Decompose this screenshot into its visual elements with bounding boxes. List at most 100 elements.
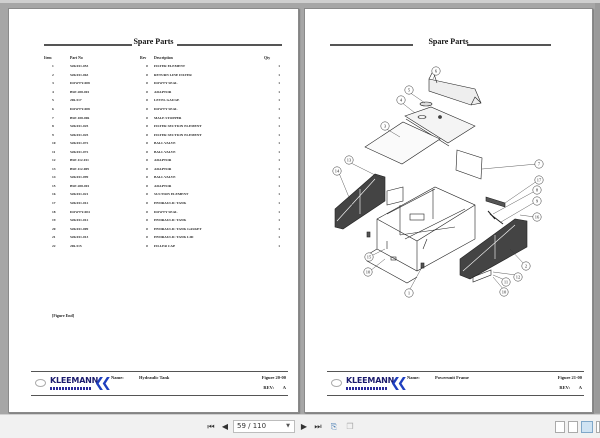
- rev-cell: 0: [146, 218, 148, 223]
- rev-cell: 0: [146, 141, 148, 146]
- rev-cell: 0: [146, 98, 148, 103]
- callout-9: 9: [532, 196, 542, 206]
- description-cell: HYDRAULIC TANK: [154, 218, 187, 223]
- col-rev: Rev: [140, 55, 147, 60]
- qty-cell: 1: [278, 201, 280, 206]
- description-cell: FILTER SECTION ELEMENT: [154, 132, 202, 137]
- part-no-cell: BSP-208-001: [70, 183, 90, 188]
- qty-cell: 1: [278, 235, 280, 240]
- svg-text:1: 1: [408, 291, 410, 296]
- page-footer: KLEEMANN ❮❮ Name: Hydraulic Tank Figure …: [31, 371, 288, 396]
- part-no-cell: 520c011-021: [70, 192, 89, 197]
- item-cell: 13: [52, 166, 56, 171]
- description-cell: ADAPTOR: [154, 166, 172, 171]
- bottom-toolbar: ⏮ ◀ 59 / 110 ▼ ▶ ⏭ ⎘ ❐: [0, 414, 600, 438]
- part-no-cell: 520c011-072: [70, 141, 89, 146]
- rev-label: REV:: [263, 385, 274, 390]
- svg-text:12: 12: [516, 275, 521, 280]
- brand-text: KLEEMANN: [346, 376, 395, 385]
- first-page-button[interactable]: ⏮: [206, 421, 216, 433]
- description-cell: ADAPTOR: [154, 183, 172, 188]
- qty-cell: 1: [278, 115, 280, 120]
- part-no-cell: 520c011-013: [70, 235, 89, 240]
- page-title: Spare Parts: [133, 37, 174, 46]
- qty-cell: 1: [278, 89, 280, 94]
- name-label: Name:: [111, 375, 124, 380]
- paste-button[interactable]: ❐: [344, 421, 356, 433]
- part-no-cell: 206-517: [70, 98, 82, 103]
- col-qty: Qty: [264, 55, 271, 60]
- svg-text:10: 10: [502, 290, 507, 295]
- next-page-button[interactable]: ▶: [299, 421, 309, 433]
- header-rule-left: [330, 44, 413, 46]
- item-cell: 19: [52, 218, 56, 223]
- item-cell: 3: [52, 81, 54, 86]
- rev-cell: 0: [146, 132, 148, 137]
- part-no-cell: BSP-208-001: [70, 89, 90, 94]
- qty-cell: 1: [278, 183, 280, 188]
- rev-cell: 0: [146, 115, 148, 120]
- callout-14: 14: [332, 166, 342, 176]
- qty-cell: 1: [278, 166, 280, 171]
- description-cell: HYDRAULIC TANK: [154, 201, 187, 206]
- copy-button[interactable]: ⎘: [328, 421, 340, 433]
- item-cell: 18: [52, 209, 56, 214]
- two-page-view-button[interactable]: [581, 421, 593, 433]
- part-no-cell: 520c011-012: [70, 218, 89, 223]
- brand-bar: [346, 387, 388, 390]
- rev-cell: 0: [146, 149, 148, 154]
- qty-cell: 1: [278, 226, 280, 231]
- description-cell: DOWTY SEAL: [154, 81, 178, 86]
- two-page-continuous-view-button[interactable]: [596, 421, 600, 433]
- item-cell: 5: [52, 98, 54, 103]
- table-header-row: Item Part No Rev Description Qty: [44, 53, 282, 62]
- svg-text:13: 13: [347, 158, 352, 163]
- rev-cell: 0: [146, 72, 148, 77]
- qty-cell: 1: [278, 64, 280, 69]
- part-no-cell: 520c011-025: [70, 132, 89, 137]
- qty-cell: 1: [278, 72, 280, 77]
- rev-cell: 0: [146, 243, 148, 248]
- callout-10: 10: [363, 267, 373, 277]
- callout-3: 3: [380, 121, 390, 131]
- description-cell: HYDRAULIC TANK LID: [154, 235, 194, 240]
- description-cell: FILTER ELEMENT: [154, 64, 186, 69]
- description-cell: FILTER SECTION ELEMENT: [154, 124, 202, 129]
- last-page-button[interactable]: ⏭: [313, 421, 323, 433]
- callout-17: 17: [534, 175, 544, 185]
- rev-cell: 0: [146, 201, 148, 206]
- part-no-cell: 520c011-053: [70, 64, 89, 69]
- page-dropdown-icon[interactable]: ▼: [286, 423, 290, 429]
- page-header: Spare Parts: [9, 37, 298, 51]
- item-cell: 10: [52, 141, 56, 146]
- brand-chevron-icon: ❮❮: [94, 376, 112, 391]
- kleemann-logo: KLEEMANN ❮❮: [50, 376, 112, 392]
- description-cell: DOWTY SEAL: [154, 107, 178, 111]
- seal-icon: [331, 379, 342, 387]
- item-cell: 12: [52, 158, 56, 163]
- part-no-cell: BSP-112-011: [70, 158, 89, 163]
- part-no-cell: DOWTY-004: [70, 209, 90, 214]
- continuous-view-button[interactable]: [568, 421, 578, 433]
- item-cell: 8: [52, 124, 54, 129]
- vertical-scrollbar[interactable]: [595, 3, 600, 413]
- rev-cell: 0: [146, 89, 148, 94]
- callout-2: 2: [521, 261, 531, 271]
- qty-cell: 1: [278, 132, 280, 137]
- single-page-view-button[interactable]: [555, 421, 565, 433]
- prev-page-button[interactable]: ◀: [220, 421, 230, 433]
- page-number-input[interactable]: 59 / 110 ▼: [233, 420, 295, 433]
- qty-cell: 1: [278, 243, 280, 248]
- copy-icon: ⎘: [330, 422, 338, 431]
- page-header: Spare Parts: [305, 37, 592, 51]
- part-no-cell: 520c011-072: [70, 149, 89, 154]
